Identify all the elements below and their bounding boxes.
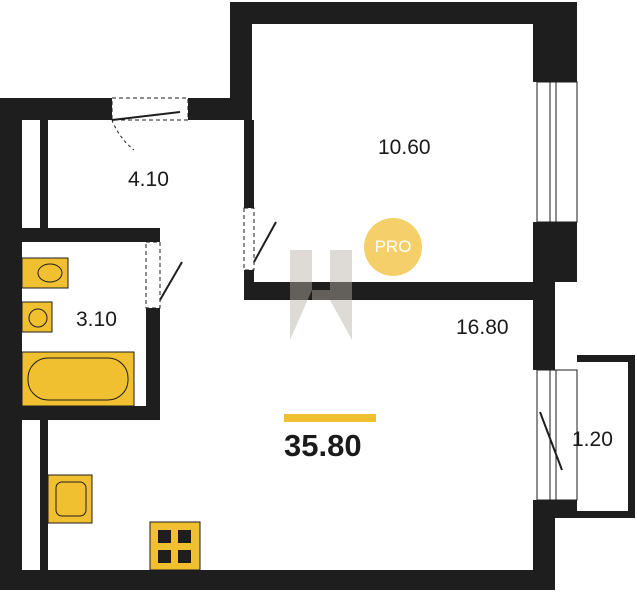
door-icon — [111, 97, 563, 471]
balcony-door-window — [536, 369, 578, 501]
total-area-accent-bar — [284, 414, 376, 422]
hall-area-label: 4.10 — [128, 168, 169, 191]
bathroom-area-label: 3.10 — [76, 308, 117, 331]
balcony-outline — [577, 355, 635, 518]
walls — [0, 2, 577, 590]
toilet-icon — [21, 257, 69, 289]
pro-badge-text: PRO — [374, 237, 412, 256]
sink-icon — [21, 301, 53, 333]
total-area-label: 35.80 — [284, 428, 362, 463]
watermark-logo — [290, 250, 352, 340]
balcony-area-label: 1.20 — [572, 428, 613, 451]
kitchen-living-area-label: 16.80 — [456, 316, 509, 339]
pro-badge: PRO — [364, 218, 422, 276]
window-icon — [536, 81, 578, 223]
room-area-label: 10.60 — [378, 136, 431, 159]
stove-icon — [149, 521, 201, 571]
kitchen-sink-icon — [47, 474, 93, 524]
bathtub-icon — [21, 351, 135, 407]
